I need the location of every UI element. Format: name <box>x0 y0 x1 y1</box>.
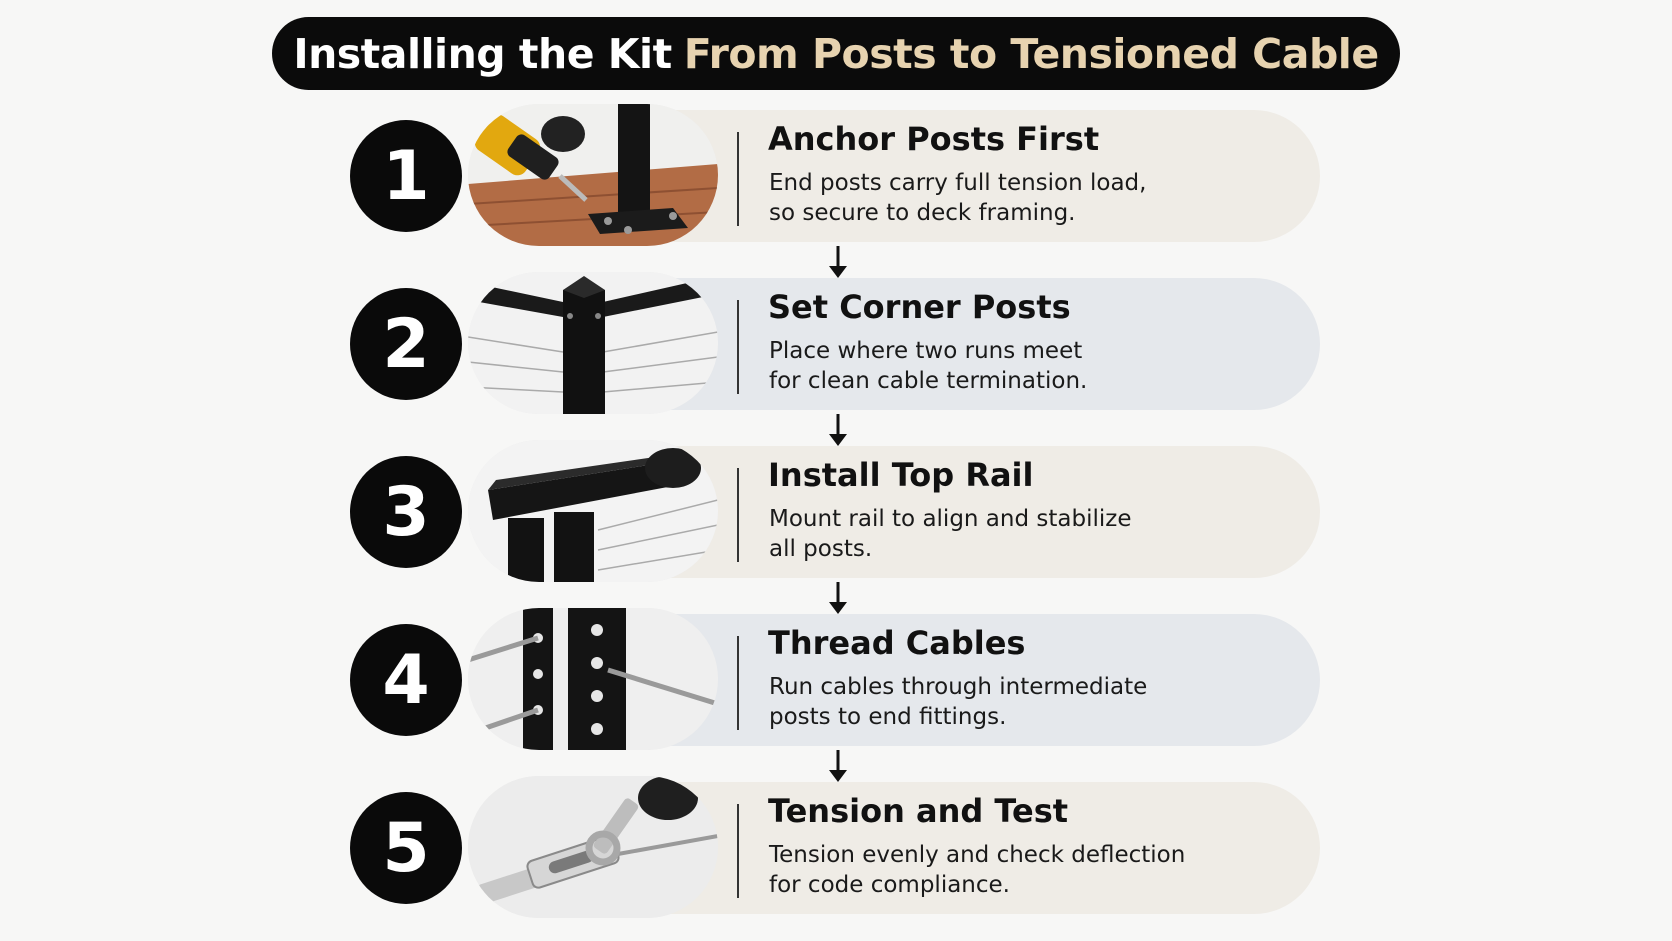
step-1-divider <box>737 132 739 226</box>
down-arrow-icon <box>829 750 847 782</box>
step-3-divider <box>737 468 739 562</box>
step-2-description: Place where two runs meet for clean cabl… <box>769 336 1209 396</box>
step-3-desc-line2: all posts. <box>769 536 873 562</box>
turnbuckle-wrench-photo <box>468 776 718 918</box>
step-2-divider <box>737 300 739 394</box>
step-3-number: 3 <box>350 456 462 568</box>
step-2: 2 Set Corner Posts Place where two runs … <box>350 272 1320 414</box>
step-1-desc-line2: so secure to deck framing. <box>769 200 1076 226</box>
step-3-title: Install Top Rail <box>768 456 1034 494</box>
step-2-title: Set Corner Posts <box>768 288 1071 326</box>
corner-post-photo <box>468 272 718 414</box>
step-2-desc-line1: Place where two runs meet <box>769 338 1083 364</box>
title-highlight: From Posts to Tensioned Cable <box>683 29 1379 78</box>
step-4-number: 4 <box>350 624 462 736</box>
step-5-desc-line1: Tension evenly and check deflection <box>769 842 1186 868</box>
cable-threading-photo <box>468 608 718 750</box>
step-3-desc-line1: Mount rail to align and stabilize <box>769 506 1132 532</box>
step-2-number: 2 <box>350 288 462 400</box>
step-5-description: Tension evenly and check deflection for … <box>769 840 1209 900</box>
down-arrow-icon <box>829 414 847 446</box>
step-1-desc-line1: End posts carry full tension load, <box>769 170 1147 196</box>
down-arrow-icon <box>829 582 847 614</box>
step-5: 5 Tension and Test Tension evenly and ch… <box>350 776 1320 918</box>
down-arrow-icon <box>829 246 847 278</box>
step-4-divider <box>737 636 739 730</box>
top-rail-photo <box>468 440 718 582</box>
step-1-description: End posts carry full tension load, so se… <box>769 168 1209 228</box>
step-2-desc-line2: for clean cable termination. <box>769 368 1088 394</box>
step-4-desc-line2: posts to end fittings. <box>769 704 1007 730</box>
step-3: 3 Install Top Rail Mount rail to align a… <box>350 440 1320 582</box>
title-main: Installing the Kit <box>293 29 672 78</box>
step-4: 4 Thread Cables Run cables throug <box>350 608 1320 750</box>
drill-post-photo <box>468 104 718 246</box>
step-1: 1 Anchor Posts First End posts carry ful… <box>350 104 1320 246</box>
step-1-number: 1 <box>350 120 462 232</box>
step-5-title: Tension and Test <box>768 792 1069 830</box>
step-4-desc-line1: Run cables through intermediate <box>769 674 1148 700</box>
step-1-title: Anchor Posts First <box>768 120 1100 158</box>
step-5-desc-line2: for code compliance. <box>769 872 1010 898</box>
step-3-description: Mount rail to align and stabilize all po… <box>769 504 1209 564</box>
step-4-description: Run cables through intermediate posts to… <box>769 672 1209 732</box>
step-5-number: 5 <box>350 792 462 904</box>
title-banner: Installing the Kit From Posts to Tension… <box>272 17 1400 90</box>
step-5-divider <box>737 804 739 898</box>
step-4-title: Thread Cables <box>768 624 1026 662</box>
